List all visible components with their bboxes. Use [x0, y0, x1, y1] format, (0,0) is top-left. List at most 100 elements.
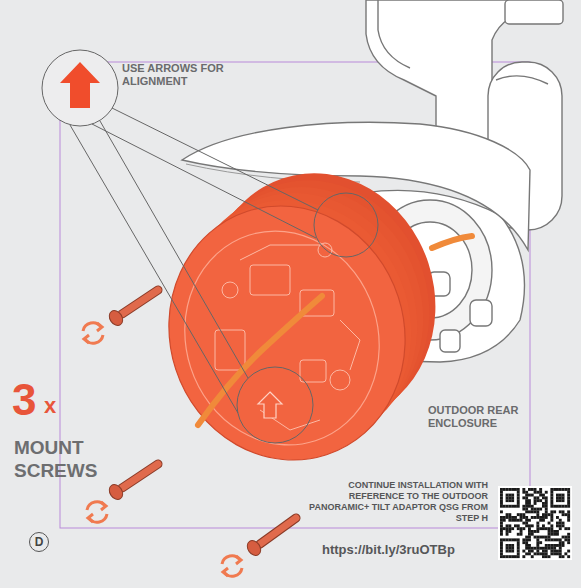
qr-module: [550, 505, 553, 508]
alignment-note: USE ARROWS FOR ALIGNMENT: [122, 62, 234, 88]
cable: [198, 296, 322, 425]
qr-module: [508, 538, 511, 541]
qr-module: [514, 555, 517, 558]
qr-module: [525, 538, 528, 541]
qr-module: [548, 538, 551, 541]
qr-module: [550, 550, 553, 553]
qr-module: [536, 550, 539, 553]
qr-module: [559, 488, 562, 491]
qr-module: [550, 519, 553, 522]
qr-module: [562, 496, 565, 499]
qr-module: [517, 552, 520, 555]
qr-module: [531, 550, 534, 553]
qr-module: [567, 491, 570, 494]
qr-module: [542, 524, 545, 527]
qr-module: [564, 538, 567, 541]
qr-module: [539, 494, 542, 497]
qr-module: [506, 544, 509, 547]
qr-module: [508, 496, 511, 499]
qr-module: [539, 519, 542, 522]
qr-module: [548, 536, 551, 539]
qr-module: [522, 488, 525, 491]
qr-module: [500, 496, 503, 499]
qr-module: [556, 522, 559, 525]
qr-module: [534, 496, 537, 499]
qr-module: [550, 491, 553, 494]
qr-module: [500, 524, 503, 527]
qr-module: [548, 522, 551, 525]
step-letter: D: [35, 536, 44, 548]
qr-module: [562, 499, 565, 502]
qr-module: [550, 533, 553, 536]
qr-module: [567, 519, 570, 522]
qr-module: [506, 499, 509, 502]
qr-module: [567, 488, 570, 491]
qr-module: [542, 527, 545, 530]
qr-module: [534, 530, 537, 533]
qr-module: [562, 555, 565, 558]
qr-module: [545, 550, 548, 553]
qr-module: [525, 541, 528, 544]
qr-module: [506, 505, 509, 508]
qr-module: [514, 505, 517, 508]
qr-module: [564, 527, 567, 530]
qr-module: [559, 552, 562, 555]
qr-module: [508, 544, 511, 547]
qr-module: [567, 536, 570, 539]
qr-module: [539, 547, 542, 550]
qr-module: [559, 519, 562, 522]
qr-module: [506, 555, 509, 558]
qr-module: [525, 491, 528, 494]
qr-module: [536, 547, 539, 550]
qr-module: [542, 552, 545, 555]
qr-module: [556, 533, 559, 536]
qr-module: [534, 488, 537, 491]
qr-module: [517, 491, 520, 494]
qr-module: [545, 527, 548, 530]
qr-module: [553, 505, 556, 508]
qr-module: [528, 494, 531, 497]
qr-module: [534, 516, 537, 519]
qr-module: [525, 524, 528, 527]
qr-module: [511, 494, 514, 497]
qr-module: [567, 499, 570, 502]
qr-module: [508, 505, 511, 508]
qr-module: [550, 502, 553, 505]
qr-module: [517, 505, 520, 508]
qr-module: [517, 513, 520, 516]
qr-module: [553, 544, 556, 547]
qr-module: [500, 527, 503, 530]
qr-module: [559, 541, 562, 544]
qr-module: [564, 488, 567, 491]
qr-module: [556, 516, 559, 519]
qr-module: [534, 502, 537, 505]
qr-module: [506, 496, 509, 499]
qr-module: [562, 488, 565, 491]
qr-module: [550, 524, 553, 527]
qr-module: [559, 524, 562, 527]
qr-module: [525, 494, 528, 497]
qr-module: [545, 552, 548, 555]
qr-module: [556, 524, 559, 527]
qr-module: [500, 519, 503, 522]
qr-module: [525, 516, 528, 519]
qr-module: [528, 524, 531, 527]
qr-module: [528, 527, 531, 530]
qr-module: [556, 544, 559, 547]
qr-module: [542, 536, 545, 539]
qr-module: [500, 510, 503, 513]
mount-screw: [245, 518, 296, 558]
qr-module: [556, 552, 559, 555]
qr-module: [559, 494, 562, 497]
qr-module: [500, 541, 503, 544]
qr-module: [525, 547, 528, 550]
qr-module: [539, 541, 542, 544]
qr-module: [503, 538, 506, 541]
qr-module: [545, 544, 548, 547]
qr-module: [506, 530, 509, 533]
qr-module: [528, 502, 531, 505]
qr-module: [517, 494, 520, 497]
qr-module: [553, 550, 556, 553]
qr-module: [542, 550, 545, 553]
qr-module: [508, 530, 511, 533]
